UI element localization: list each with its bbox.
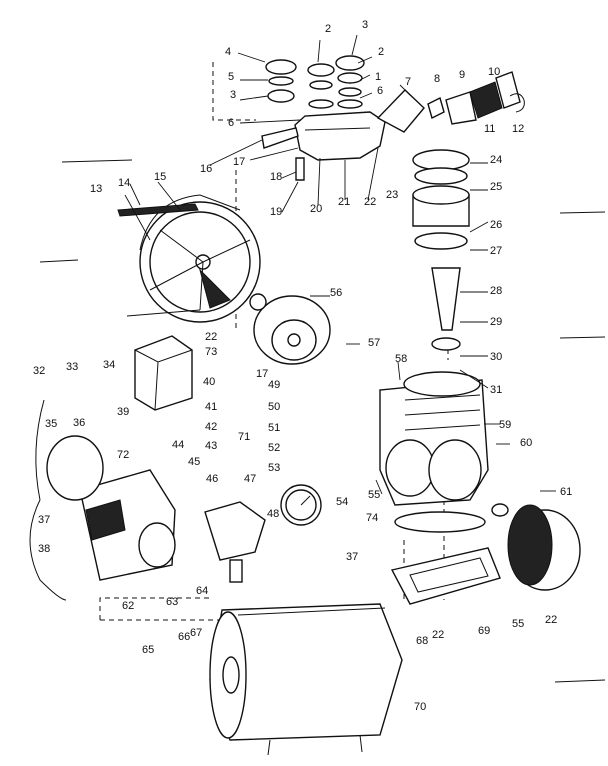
- callout-58: 58: [395, 353, 407, 365]
- callout-17: 17: [256, 368, 268, 380]
- callout-45: 45: [188, 456, 200, 468]
- callout-55: 55: [512, 618, 524, 630]
- callout-16: 16: [200, 163, 212, 175]
- callout-61: 61: [560, 486, 572, 498]
- flywheel-and-belt: [117, 194, 261, 323]
- callout-57: 57: [368, 337, 380, 349]
- callout-6: 6: [377, 85, 383, 97]
- callout-49: 49: [268, 379, 280, 391]
- bearing-plate: [249, 293, 331, 365]
- callout-2: 2: [325, 23, 331, 35]
- callout-70: 70: [414, 701, 426, 713]
- callout-51: 51: [268, 422, 280, 434]
- callout-40: 40: [203, 376, 215, 388]
- callout-46: 46: [206, 473, 218, 485]
- callout-3: 3: [362, 19, 368, 31]
- callout-54: 54: [336, 496, 348, 508]
- callout-20: 20: [310, 203, 322, 215]
- callout-42: 42: [205, 421, 217, 433]
- leader-lines: [124, 34, 556, 495]
- callout-8: 8: [434, 73, 440, 85]
- callout-56: 56: [330, 287, 342, 299]
- callout-22: 22: [205, 331, 217, 343]
- callout-39: 39: [117, 406, 129, 418]
- callout-41: 41: [205, 401, 217, 413]
- callout-53: 53: [268, 462, 280, 474]
- callout-62: 62: [122, 600, 134, 612]
- callout-47: 47: [244, 473, 256, 485]
- callout-43: 43: [205, 440, 217, 452]
- callout-63: 63: [166, 596, 178, 608]
- pressure-gauge: [280, 484, 322, 526]
- callout-9: 9: [459, 69, 465, 81]
- callout-22: 22: [432, 629, 444, 641]
- callout-64: 64: [196, 585, 208, 597]
- air-tank: [209, 603, 403, 756]
- callout-1: 1: [375, 71, 381, 83]
- callout-25: 25: [490, 181, 502, 193]
- side-cover: [491, 503, 581, 591]
- callout-67: 67: [190, 627, 202, 639]
- callout-28: 28: [490, 285, 502, 297]
- callout-15: 15: [154, 171, 166, 183]
- callout-36: 36: [73, 417, 85, 429]
- callout-19: 19: [270, 206, 282, 218]
- callout-52: 52: [268, 442, 280, 454]
- callout-30: 30: [490, 351, 502, 363]
- callout-10: 10: [488, 66, 500, 78]
- callout-74: 74: [366, 512, 378, 524]
- callout-66: 66: [178, 631, 190, 643]
- callout-59: 59: [499, 419, 511, 431]
- callout-37: 37: [38, 514, 50, 526]
- callout-32: 32: [33, 365, 45, 377]
- callout-5: 5: [228, 71, 234, 83]
- callout-13: 13: [90, 183, 102, 195]
- callout-29: 29: [490, 316, 502, 328]
- callout-73: 73: [205, 346, 217, 358]
- base-plate: [390, 547, 501, 605]
- callout-69: 69: [478, 625, 490, 637]
- callout-12: 12: [512, 123, 524, 135]
- callout-50: 50: [268, 401, 280, 413]
- callout-26: 26: [490, 219, 502, 231]
- cylinder-and-crankcase: [379, 149, 489, 533]
- callout-60: 60: [520, 437, 532, 449]
- motor: [29, 399, 176, 601]
- callout-33: 33: [66, 361, 78, 373]
- callout-22: 22: [364, 196, 376, 208]
- callout-35: 35: [45, 418, 57, 430]
- callout-37: 37: [346, 551, 358, 563]
- callout-23: 23: [386, 189, 398, 201]
- callout-3: 3: [230, 89, 236, 101]
- callout-31: 31: [490, 384, 502, 396]
- callout-24: 24: [490, 154, 502, 166]
- edge-marks: [39, 159, 606, 683]
- callout-21: 21: [338, 196, 350, 208]
- callout-22: 22: [545, 614, 557, 626]
- callout-11: 11: [484, 123, 495, 135]
- callout-18: 18: [270, 171, 282, 183]
- callout-14: 14: [118, 177, 130, 189]
- callout-27: 27: [490, 245, 502, 257]
- cylinder-head-assembly: [261, 55, 425, 181]
- callout-71: 71: [238, 431, 250, 443]
- check-valve: [204, 501, 266, 583]
- air-filter-assembly: [427, 71, 525, 125]
- callout-6: 6: [228, 117, 234, 129]
- callout-34: 34: [103, 359, 115, 371]
- callout-4: 4: [225, 46, 231, 58]
- callout-65: 65: [142, 644, 154, 656]
- callout-2: 2: [378, 46, 384, 58]
- callout-72: 72: [117, 449, 129, 461]
- callout-68: 68: [416, 635, 428, 647]
- callout-55: 55: [368, 489, 380, 501]
- pressure-switch: [134, 335, 193, 411]
- callout-38: 38: [38, 543, 50, 555]
- callout-44: 44: [172, 439, 184, 451]
- callout-48: 48: [267, 508, 279, 520]
- callout-17: 17: [233, 156, 245, 168]
- callout-7: 7: [405, 76, 411, 88]
